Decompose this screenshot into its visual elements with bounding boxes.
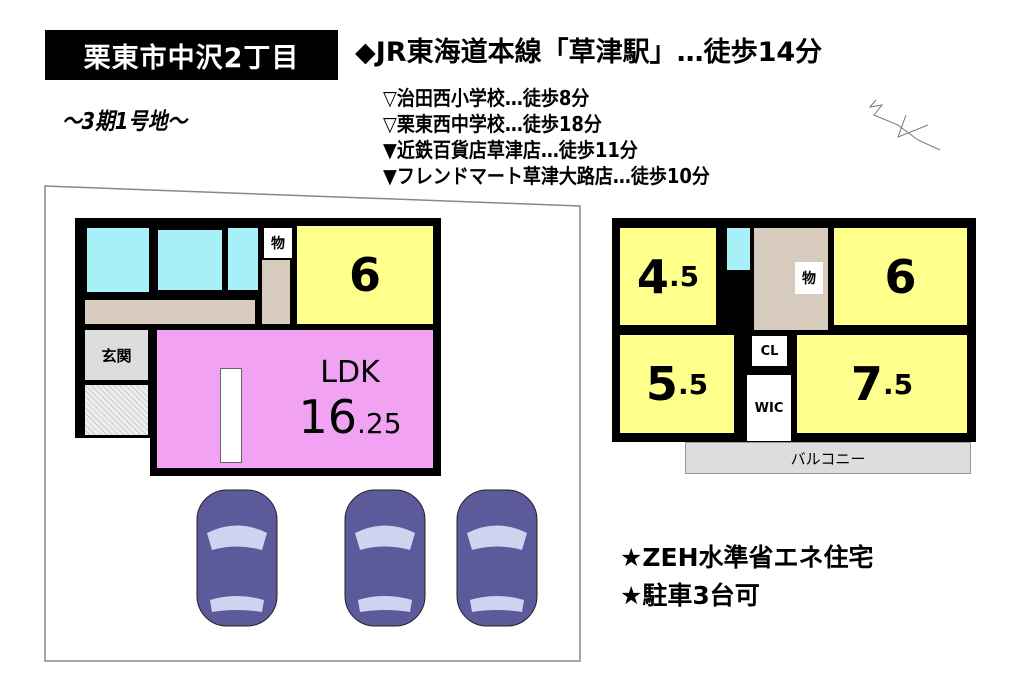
ldk-label: LDK <box>320 354 380 390</box>
washroom <box>158 230 222 290</box>
lot-subtitle: ～3期1号地～ <box>62 109 187 135</box>
stairs <box>262 260 290 324</box>
entrance: 玄関 <box>85 330 148 380</box>
ldk-size: 16.25 <box>298 389 402 444</box>
room-4-5: 4.5 <box>620 228 716 325</box>
hallway <box>85 300 255 324</box>
address-title: 栗東市中沢2丁目 <box>45 30 338 80</box>
feature-zeh: ★ZEH水準省エネ住宅 <box>620 543 874 572</box>
car-icon <box>196 489 278 627</box>
floor-2-plan: 4.5 物 6 5.5 CL WIC 7.5 <box>612 218 976 442</box>
car-icon <box>344 489 426 627</box>
walk-in-closet: WIC <box>747 375 791 441</box>
nearby-item: ▼フレンドマート草津大路店…徒歩10分 <box>383 164 710 188</box>
room-5-5: 5.5 <box>620 335 734 433</box>
car-icon <box>456 489 538 627</box>
storage-room: 物 <box>264 228 292 258</box>
entrance-porch <box>85 385 148 435</box>
nearby-item: ▽栗東西中学校…徒歩18分 <box>383 112 602 136</box>
north-arrow-icon <box>868 99 941 151</box>
closet: CL <box>752 336 787 366</box>
floor-1-plan: 物 6 玄関 LDK 16.25 <box>75 218 441 476</box>
nearby-item: ▽治田西小学校…徒歩8分 <box>383 86 590 110</box>
room-7-5: 7.5 <box>797 335 967 433</box>
balcony: バルコニー <box>685 442 971 474</box>
storage-room-2f: 物 <box>795 262 823 294</box>
bathroom <box>87 228 149 292</box>
toilet-2f <box>727 228 750 270</box>
nearby-item: ▼近鉄百貨店草津店…徒歩11分 <box>383 138 638 162</box>
room-6: 6 <box>297 226 433 324</box>
room-6-2f: 6 <box>834 228 967 325</box>
toilet <box>228 228 258 290</box>
kitchen-counter <box>220 368 242 463</box>
ldk: LDK 16.25 <box>157 330 433 468</box>
feature-parking: ★駐車3台可 <box>620 581 760 610</box>
station-access: ◆JR東海道本線「草津駅」…徒歩14分 <box>355 37 823 68</box>
